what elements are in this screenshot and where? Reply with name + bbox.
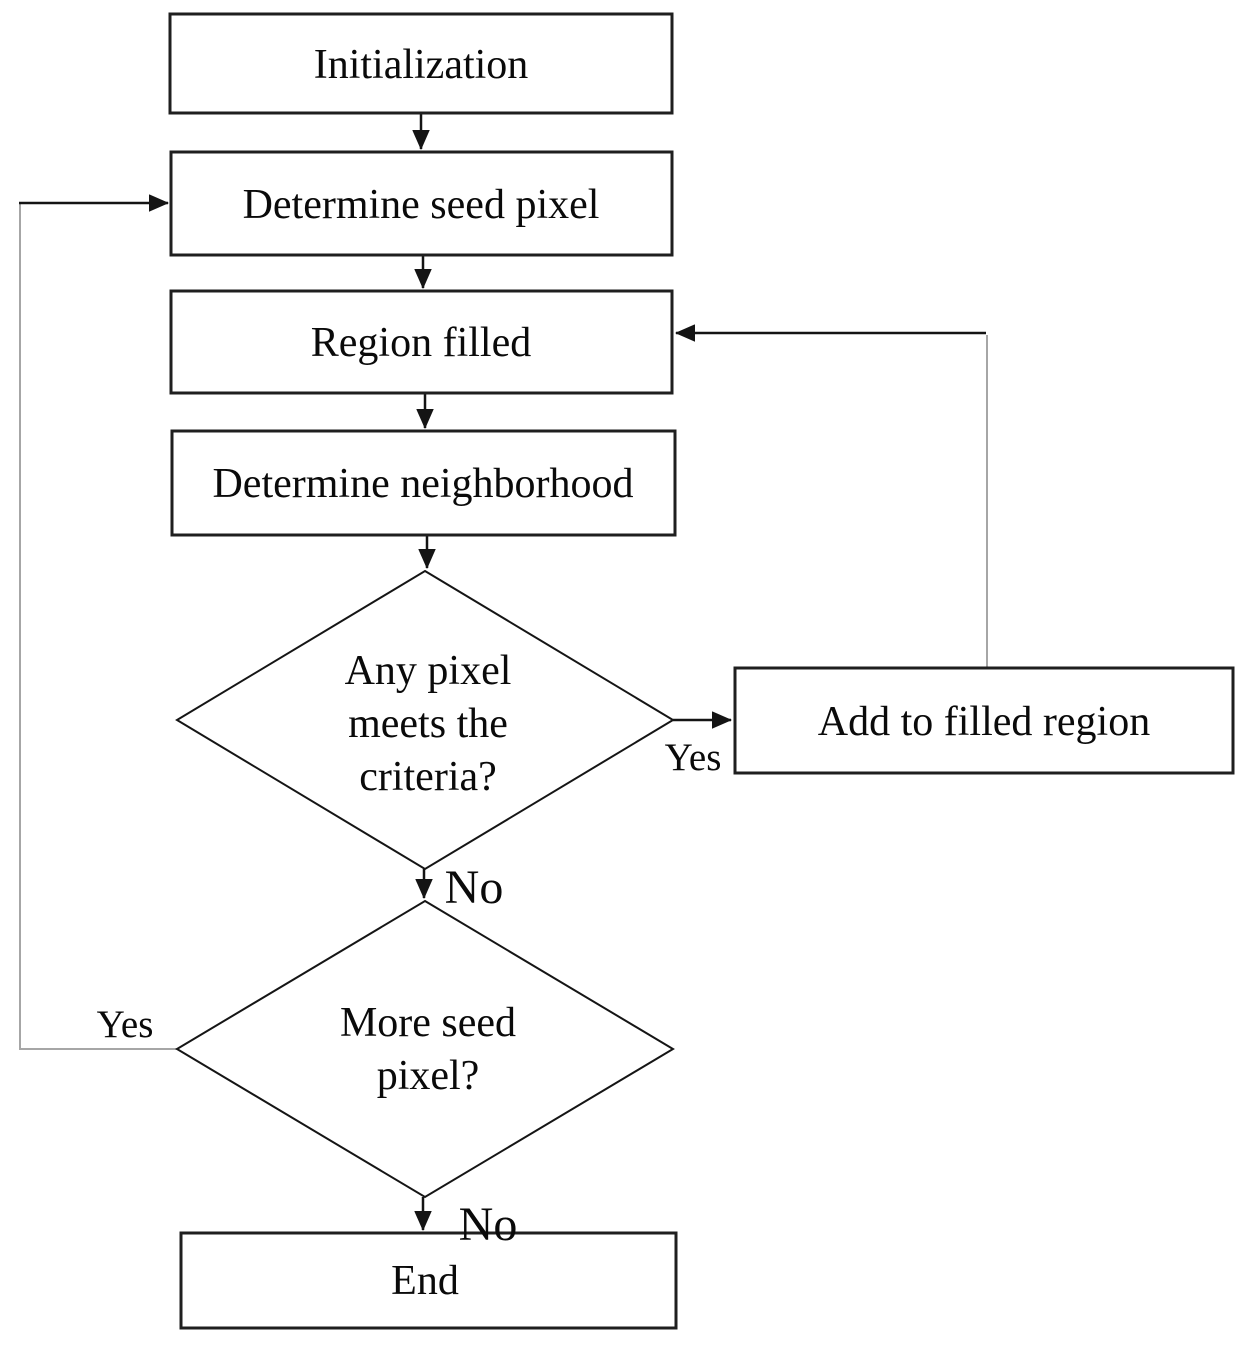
node-criteria-decision-line2: meets the (348, 701, 508, 747)
node-determine-neighborhood-label: Determine neighborhood (212, 461, 633, 507)
node-region-filled-box (169, 289, 674, 395)
node-add-to-filled-region-label: Add to filled region (818, 699, 1150, 745)
node-criteria-decision-diamond (175, 569, 675, 871)
node-initialization-box (168, 12, 674, 115)
node-criteria-decision-line3: criteria? (359, 754, 497, 800)
node-determine-seed-pixel-box (169, 150, 674, 257)
node-add-to-filled-region-box (733, 666, 1235, 775)
node-more-seed-decision-diamond (175, 899, 675, 1199)
node-more-seed-decision-line1: More seed (340, 1000, 516, 1046)
edge-label-no-more-seed: No (459, 1198, 518, 1251)
node-determine-neighborhood-box (170, 429, 677, 537)
node-end-label: End (391, 1258, 459, 1304)
node-determine-seed-pixel-label: Determine seed pixel (243, 182, 600, 228)
node-more-seed-decision-line2: pixel? (377, 1053, 480, 1099)
edge-label-yes-criteria: Yes (665, 736, 722, 779)
node-criteria-decision-line1: Any pixel (345, 648, 512, 694)
edge-label-no-criteria: No (445, 861, 504, 914)
node-initialization-label: Initialization (314, 42, 529, 88)
node-region-filled-label: Region filled (311, 320, 531, 366)
edge-more-seed-yes-loop (19, 204, 177, 1050)
node-end-box (179, 1231, 678, 1330)
edge-label-yes-more-seed: Yes (97, 1003, 154, 1046)
